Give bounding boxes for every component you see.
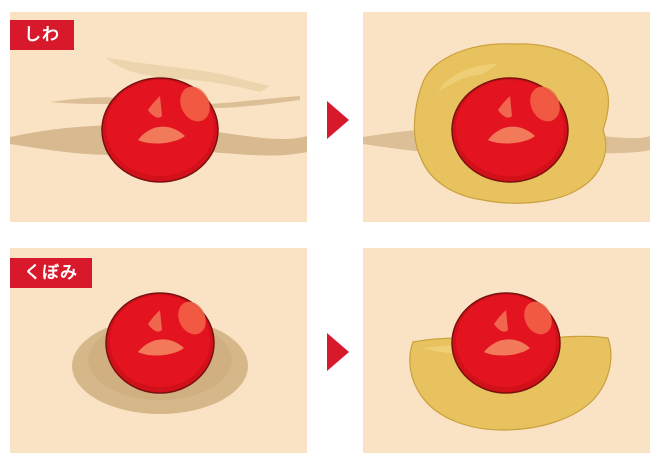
red-cell-after bbox=[451, 77, 569, 183]
wrinkle-before-panel bbox=[10, 12, 307, 222]
red-cell-hollow bbox=[105, 292, 215, 394]
hollow-label: くぼみ bbox=[10, 258, 92, 288]
right-arrow-icon bbox=[327, 101, 349, 139]
hollow-after-panel bbox=[363, 248, 650, 453]
wrinkle-after-illustration bbox=[363, 43, 650, 204]
right-arrow-icon bbox=[327, 333, 349, 371]
wrinkle-before-illustration bbox=[10, 57, 307, 183]
wrinkle-fold-upper bbox=[105, 57, 270, 92]
wrinkle-crease-right bbox=[210, 96, 300, 108]
hollow-before-illustration bbox=[72, 292, 248, 414]
hollow-after-illustration bbox=[409, 292, 612, 431]
wrinkle-label: しわ bbox=[10, 20, 74, 50]
hollow-before-panel bbox=[10, 248, 307, 453]
red-cell bbox=[101, 77, 219, 183]
wrinkle-after-panel bbox=[363, 12, 650, 222]
wrinkle-crease-left bbox=[50, 97, 120, 104]
red-cell-hollow-after bbox=[451, 292, 561, 394]
